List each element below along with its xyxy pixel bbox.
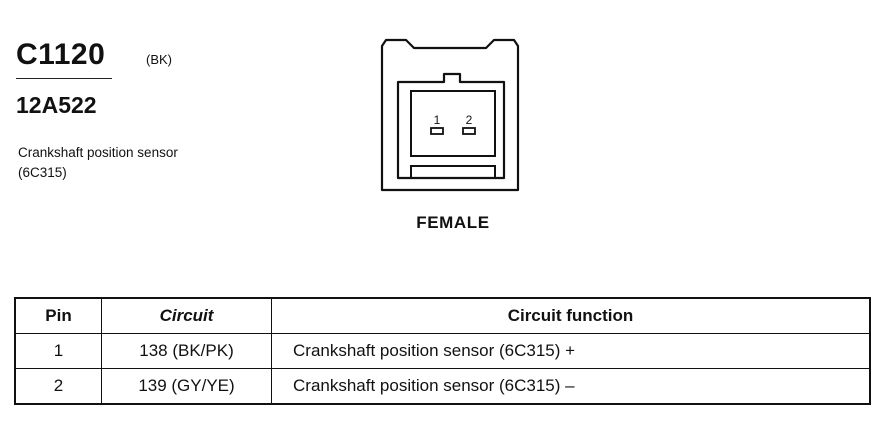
title-rule: [16, 78, 112, 79]
connector-housing: [380, 38, 520, 192]
pin-1-label: 1: [434, 113, 441, 127]
connector-cavity: [396, 72, 506, 180]
cell-circuit: 138 (BK/PK): [101, 333, 272, 369]
part-number: 12A522: [16, 92, 97, 118]
cell-circuit-function: Crankshaft position sensor (6C315) –: [271, 368, 871, 405]
pin-1-receptacle: [430, 127, 444, 135]
header-pin: Pin: [14, 297, 102, 334]
connector-face-diagram: 1 2: [380, 38, 520, 192]
cell-circuit-function: Crankshaft position sensor (6C315) +: [271, 333, 871, 369]
cell-pin: 1: [14, 333, 102, 369]
pin-2-label: 2: [466, 113, 473, 127]
gender-label: FEMALE: [416, 213, 490, 232]
key-rail: [410, 165, 496, 179]
table-row: 2 139 (GY/YE) Crankshaft position sensor…: [14, 368, 871, 405]
table-header-row: Pin Circuit Circuit function: [14, 297, 871, 334]
header-circuit-function: Circuit function: [271, 297, 871, 334]
table-row: 1 138 (BK/PK) Crankshaft position sensor…: [14, 333, 871, 369]
pin-table: Pin Circuit Circuit function 1 138 (BK/P…: [14, 297, 871, 405]
pin-2-receptacle: [462, 127, 476, 135]
header-circuit: Circuit: [101, 297, 272, 334]
connector-description: Crankshaft position sensor (6C315): [18, 145, 178, 180]
connector-id: C1120: [16, 38, 106, 71]
color-code: (BK): [146, 52, 172, 67]
terminal-block: [410, 90, 496, 157]
cell-circuit: 139 (GY/YE): [101, 368, 272, 405]
cell-pin: 2: [14, 368, 102, 405]
